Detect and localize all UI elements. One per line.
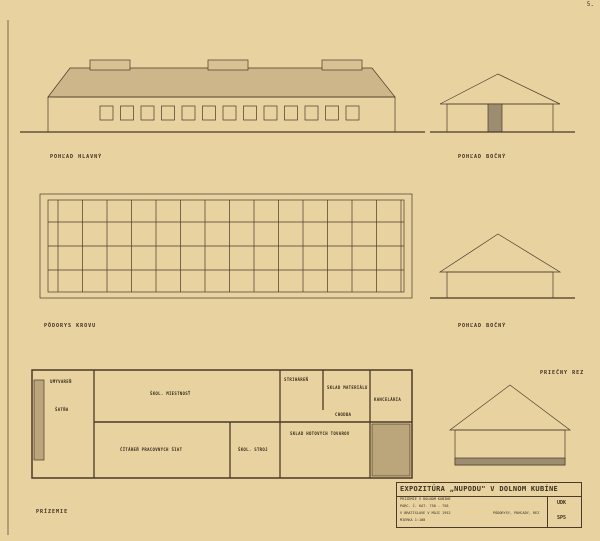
room-label: CHODBA	[335, 412, 352, 417]
label-roof-plan: PÔDORYS KROVU	[44, 323, 97, 329]
ground-floor-plan-drawing	[31, 369, 413, 479]
label-main-elevation: POHĽAD HLAVNÝ	[50, 154, 103, 160]
title-block-divider	[547, 496, 548, 527]
label-side-elevation-2: POHĽAD BOČNÝ	[458, 323, 507, 329]
room-label: KANCELÁRIA	[374, 397, 402, 402]
window	[120, 105, 134, 121]
side-elevation-drawing	[430, 73, 575, 133]
label-ground-floor: PRÍZEMIE	[36, 509, 69, 515]
title-block-divider	[397, 496, 581, 497]
window	[345, 105, 360, 121]
room-label: ŠKOL. STROJ	[238, 447, 268, 452]
title-block-line: PÔDORYSY, POHĽADY, REZ	[493, 511, 540, 515]
title-block-line: PRÍZEMIE V DOLNOM KUBÍNE	[400, 497, 451, 501]
room-label: ŠKOL. MIESTNOSŤ	[150, 391, 191, 396]
window	[325, 105, 339, 121]
side-elevation-2-drawing	[430, 233, 575, 299]
title-block-line: PARC. Č. KAT. 750 - 758	[400, 504, 449, 508]
title-block-code: UDK	[557, 500, 567, 506]
window	[304, 105, 319, 121]
roof-plan-drawing	[39, 193, 413, 299]
title-block-sheet: SP5	[557, 515, 567, 521]
title-block-line: MIERKA 1:100	[400, 518, 426, 522]
window	[284, 105, 298, 121]
window	[181, 105, 196, 121]
room-label: ŠATŇA	[55, 407, 69, 412]
window	[222, 105, 237, 121]
label-cross-section: PRIEČNY REZ	[540, 370, 585, 376]
main-elevation-drawing	[20, 59, 425, 133]
room-label: ČÍTÁREŇ PRACOVNÝCH ŠIAT	[120, 447, 183, 452]
room-label: SKLAD MATERIÁLU	[327, 385, 368, 390]
room-label: STRIHÁREŇ	[284, 377, 309, 382]
cross-section-drawing	[448, 384, 572, 466]
label-side-elevation: POHĽAD BOČNÝ	[458, 154, 507, 160]
window	[243, 105, 257, 121]
room-label: UMÝVAREŇ	[50, 379, 72, 384]
window	[140, 105, 155, 121]
title-block: EXPOZITÚRA „NUPODU" V DOLNOM KUBÍNE PRÍZ…	[396, 482, 582, 528]
window	[202, 105, 216, 121]
title-block-line: V BRATISLAVE V MÁJI 1952	[400, 511, 451, 515]
window	[263, 105, 278, 121]
window	[99, 105, 114, 121]
drawing-title: EXPOZITÚRA „NUPODU" V DOLNOM KUBÍNE	[400, 485, 559, 493]
room-label: SKLAD HOTOVÝCH TOVAROV	[290, 431, 350, 436]
window	[161, 105, 175, 121]
page-number: 5.	[586, 1, 594, 8]
